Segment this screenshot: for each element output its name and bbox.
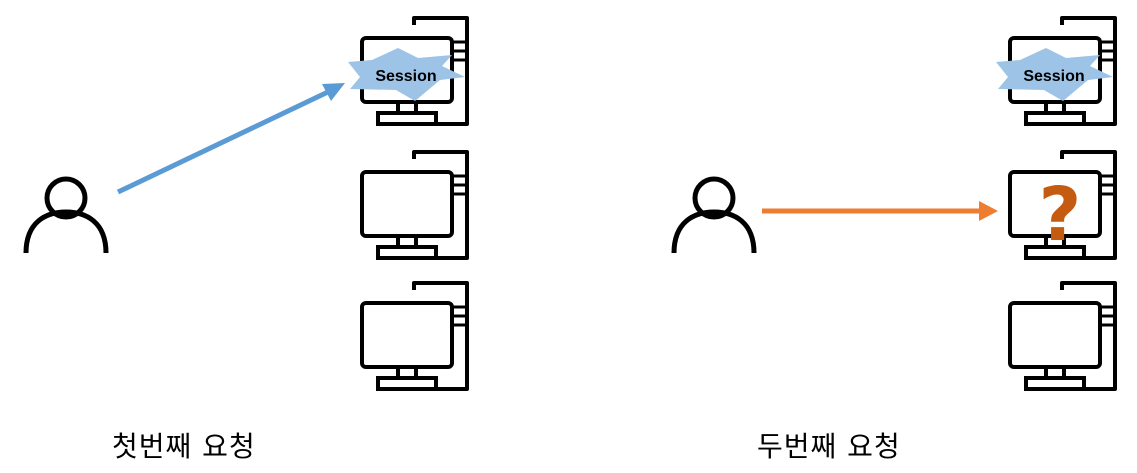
server-computer-icon (1008, 281, 1117, 391)
request-arrow (116, 83, 345, 195)
server-computer-icon (360, 281, 469, 391)
user-icon (26, 179, 106, 253)
session-label: Session (375, 68, 436, 85)
question-mark-icon: ? (1039, 172, 1082, 258)
server-computer-icon (360, 150, 469, 260)
caption-second-request: 두번째 요청 (757, 430, 901, 463)
request-arrow (762, 201, 998, 221)
user-icon (674, 179, 754, 253)
session-label: Session (1023, 68, 1084, 85)
caption-first-request: 첫번째 요청 (112, 430, 256, 463)
session-badge-icon: Session (348, 48, 465, 101)
session-badge-icon: Session (996, 48, 1113, 101)
